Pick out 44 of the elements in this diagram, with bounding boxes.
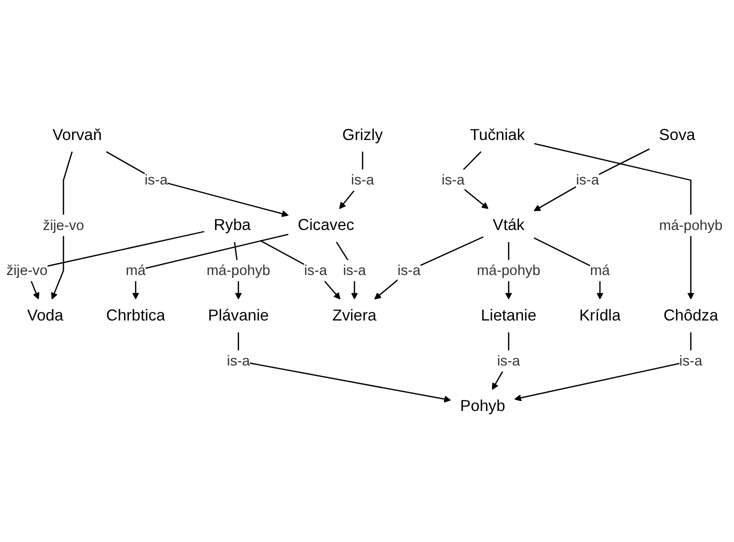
edge-label: žije-vo xyxy=(6,262,48,279)
node-text: Sova xyxy=(659,126,696,144)
edge-label: is-a xyxy=(442,172,465,188)
node-text: Voda xyxy=(27,307,64,325)
node-text: Chôdza xyxy=(663,307,718,325)
edge-label: is-a xyxy=(342,262,366,279)
node-text: Plávanie xyxy=(208,307,269,325)
edge-label: is-a xyxy=(304,262,328,279)
edge-label: má-pohyb xyxy=(476,262,540,279)
arrow xyxy=(534,143,694,300)
arrow xyxy=(374,236,484,300)
node-text: Chrbtica xyxy=(106,307,166,325)
edge-label: is-a xyxy=(226,353,250,369)
edge-label: is-a xyxy=(576,172,600,188)
node-text: Vták xyxy=(492,217,524,235)
arrow xyxy=(514,332,692,402)
node-text: Pohyb xyxy=(460,398,506,416)
arrow xyxy=(492,332,510,390)
edge-label: má xyxy=(126,262,146,279)
edge-label: is-a xyxy=(144,172,168,188)
node-text: Cicavec xyxy=(298,217,354,235)
node-text: Lietanie xyxy=(480,307,536,325)
edge-label: is-a xyxy=(679,353,702,369)
edge-label: is-a xyxy=(351,172,374,188)
edge-label: is-a xyxy=(497,353,520,369)
node-text: Zviera xyxy=(332,307,376,325)
arrow xyxy=(106,152,289,218)
node-text: Tučniak xyxy=(470,126,525,144)
arrow xyxy=(534,238,604,300)
edge-label: má xyxy=(590,262,610,279)
edge-label: žije-vo xyxy=(42,217,84,234)
arrow xyxy=(534,148,650,212)
edge-label: má-pohyb xyxy=(659,217,723,234)
diagram: is-a is-a is-a is-a žije-vo má-pohyb žije-vo má má-pohyb is-a is-a is-a má-pohyb má is-a is-a is-a Vorvaň Grizly Tučniak Sova Ryba Cicavec Vták Voda Chrbtica Plávanie Zviera Lietanie Krídla Chôdza Pohyb xyxy=(0,112,734,430)
node-text: Vorvaň xyxy=(52,126,102,144)
node-text: Krídla xyxy=(579,307,621,325)
arrow xyxy=(260,240,340,300)
node-text: Grizly xyxy=(342,126,383,144)
node-text: Ryba xyxy=(214,217,251,235)
edge-label: is-a xyxy=(398,262,421,279)
arrow xyxy=(339,152,364,210)
arrow xyxy=(336,242,358,300)
arrow xyxy=(238,332,451,403)
edge-label: má-pohyb xyxy=(206,262,270,279)
